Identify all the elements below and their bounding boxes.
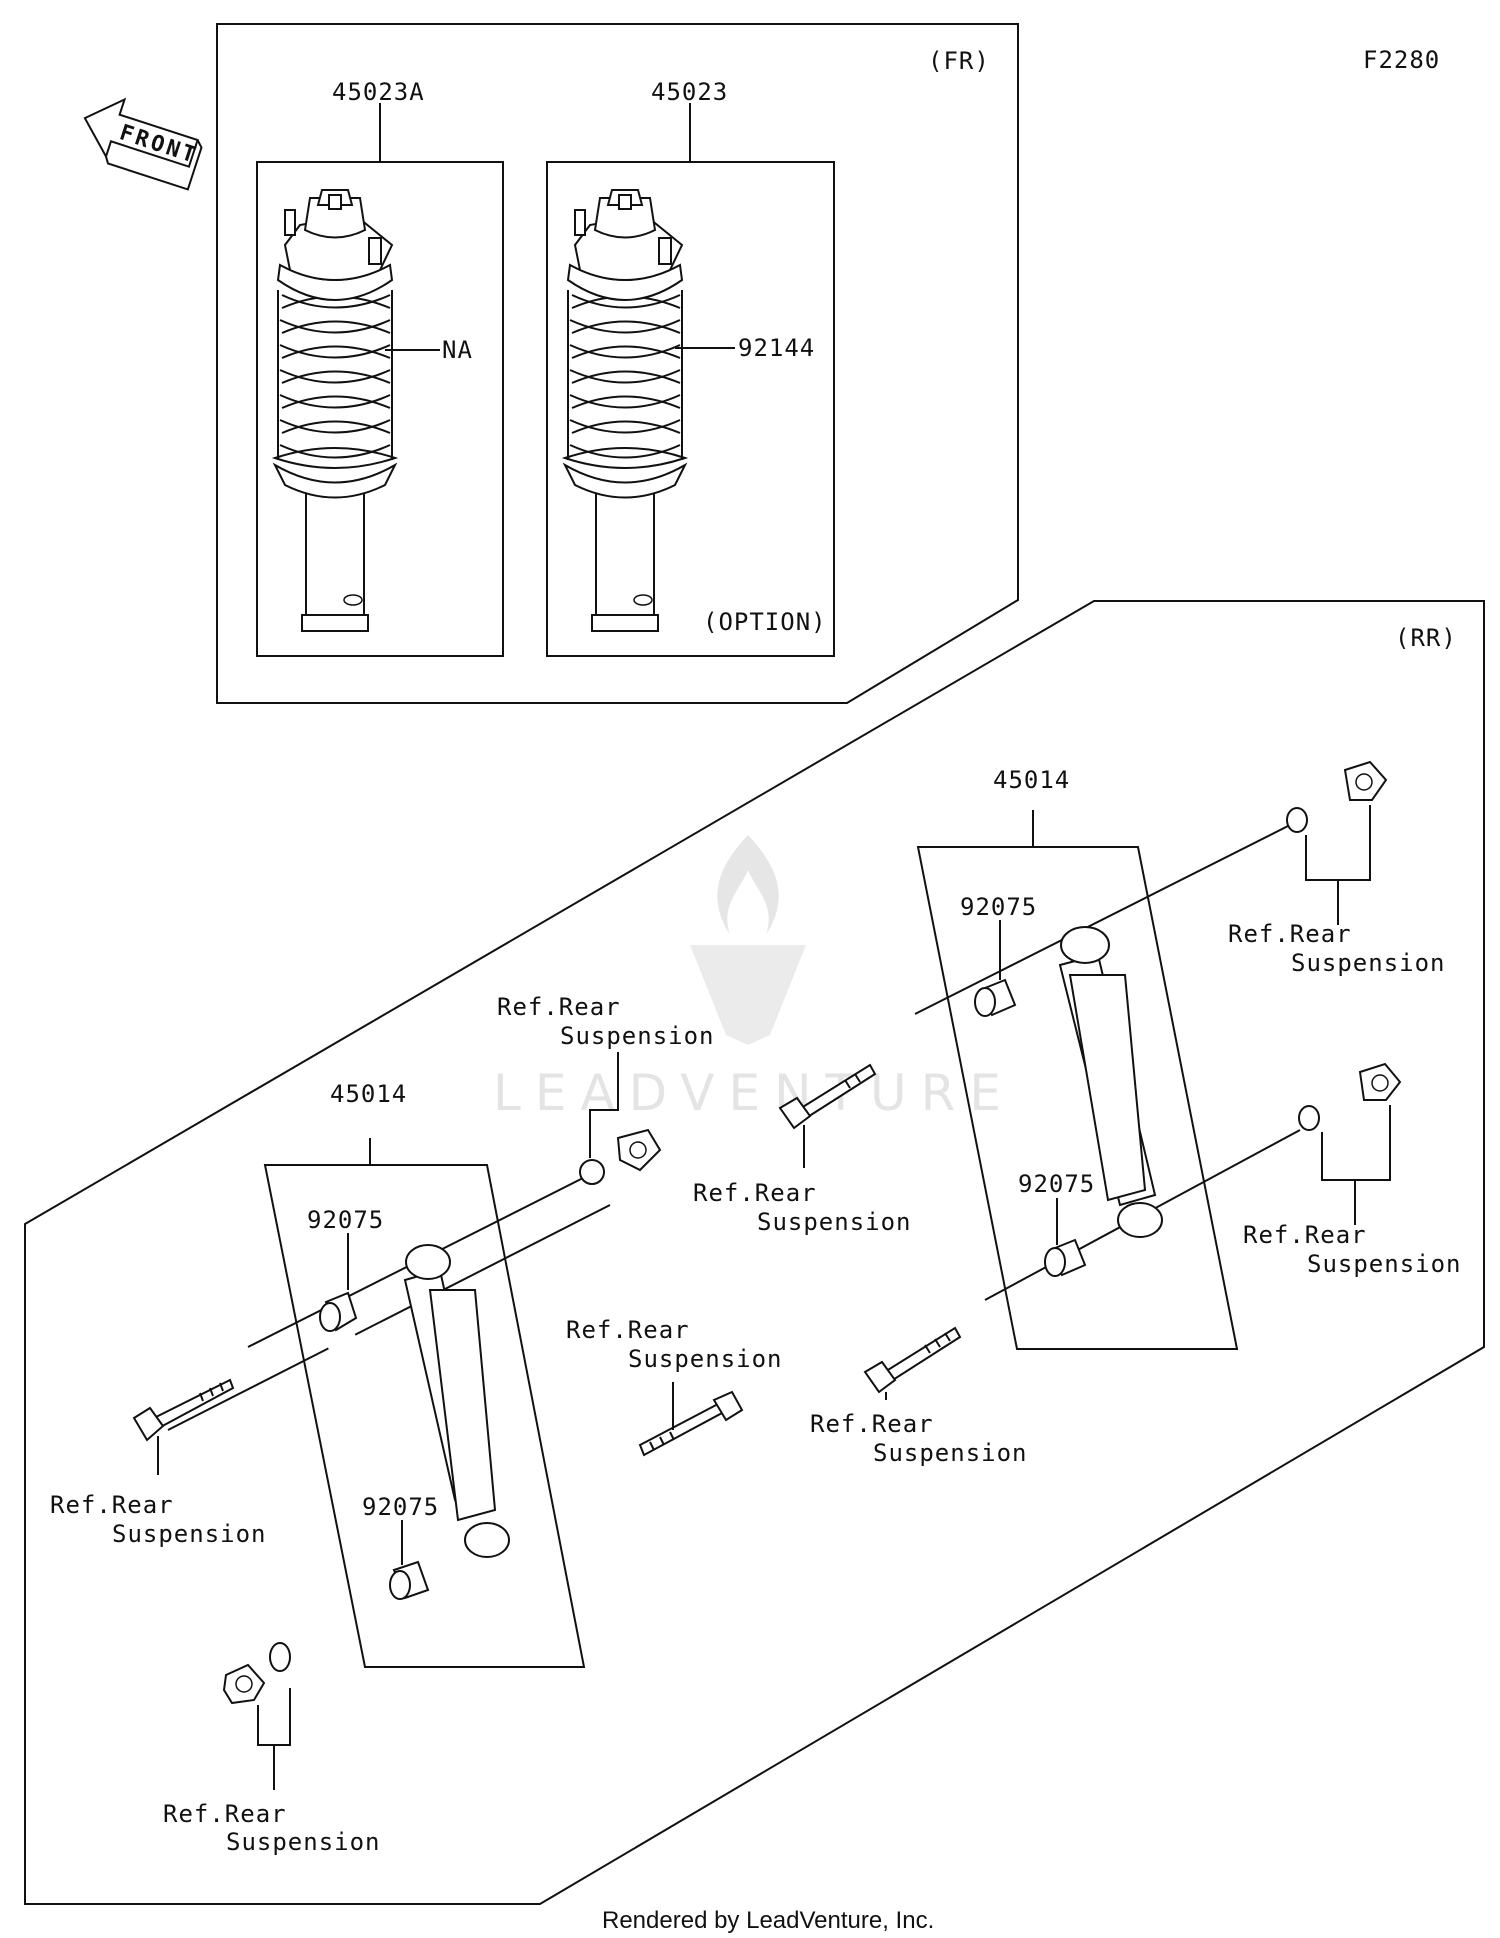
upper-nut-icon [1286,760,1388,833]
rear-right-shock-part-number: 45014 [993,766,1070,794]
ref-lower-nut-line1: Ref.Rear [1243,1221,1367,1249]
ref-upper-bolt-line1: Ref.Rear [693,1179,817,1207]
watermark-text: LEADVENTURE [493,1064,1015,1122]
front-group-label: (FR) [928,47,990,75]
ref-upper-bolt-line1: Ref.Rear [50,1491,174,1519]
upper-nut-icon [579,1128,662,1185]
front-shock-assembly-45023A[interactable]: 45023A [256,78,504,657]
rear-group: (RR) 45014 92075 92075 [24,600,1485,1905]
lower-nut-icon [1298,1062,1402,1131]
spring-part-number-92144: 92144 [738,334,815,362]
coilover-shock-illustration [561,189,689,632]
ref-lower-nut-line2: Suspension [1307,1250,1462,1278]
part-number-45023A: 45023A [332,78,425,106]
bushing-lower-part-number: 92075 [362,1493,439,1521]
upper-bolt-icon [778,1063,877,1130]
upper-bolt-icon [132,1378,235,1442]
leadventure-watermark: LEADVENTURE [493,835,1015,1122]
shock-absorber-body [403,1244,510,1558]
lower-nut-icon [222,1642,291,1705]
bushing-upper-part-number: 92075 [307,1206,384,1234]
ref-upper-nut-line1: Ref.Rear [497,993,621,1021]
diagram-code: F2280 [1363,46,1440,74]
front-group: (FR) 45023A [216,23,1019,704]
ref-upper-bolt-line2: Suspension [112,1520,267,1548]
ref-lower-bolt-line2: Suspension [628,1345,783,1373]
ref-lower-bolt-line1: Ref.Rear [566,1316,690,1344]
rear-group-label: (RR) [1395,624,1457,652]
ref-upper-bolt-line2: Suspension [757,1208,912,1236]
ref-upper-nut-line1: Ref.Rear [1228,920,1352,948]
shock-absorber-body [1058,926,1163,1238]
ref-upper-nut-line2: Suspension [1291,949,1446,977]
bushing-lower-part-number: 92075 [1018,1170,1095,1198]
ref-lower-nut-line2: Suspension [226,1828,381,1856]
lower-bolt-icon [863,1326,962,1394]
ref-lower-bolt-line1: Ref.Rear [810,1410,934,1438]
rear-left-shock-group[interactable]: 45014 92075 92075 [50,993,783,1856]
ref-lower-nut-line1: Ref.Rear [163,1800,287,1828]
front-shock-assembly-45023[interactable]: 45023 [546,78,835,657]
ref-upper-nut-line2: Suspension [560,1022,715,1050]
lower-bolt-icon [638,1390,744,1457]
footer-credit: Rendered by LeadVenture, Inc. [602,1907,934,1934]
spring-part-number-NA: NA [442,336,473,364]
front-group-frame [216,23,1019,704]
rear-left-shock-part-number: 45014 [330,1080,407,1108]
bushing-upper-part-number: 92075 [960,893,1037,921]
rear-right-shock-group[interactable]: 45014 92075 92075 [693,760,1462,1467]
ref-lower-bolt-line2: Suspension [873,1439,1028,1467]
front-direction-arrow-icon: FRONT [83,97,203,191]
part-number-45023: 45023 [651,78,728,106]
rear-group-frame [24,600,1485,1905]
coilover-shock-illustration [271,189,399,632]
option-note: (OPTION) [703,608,827,636]
